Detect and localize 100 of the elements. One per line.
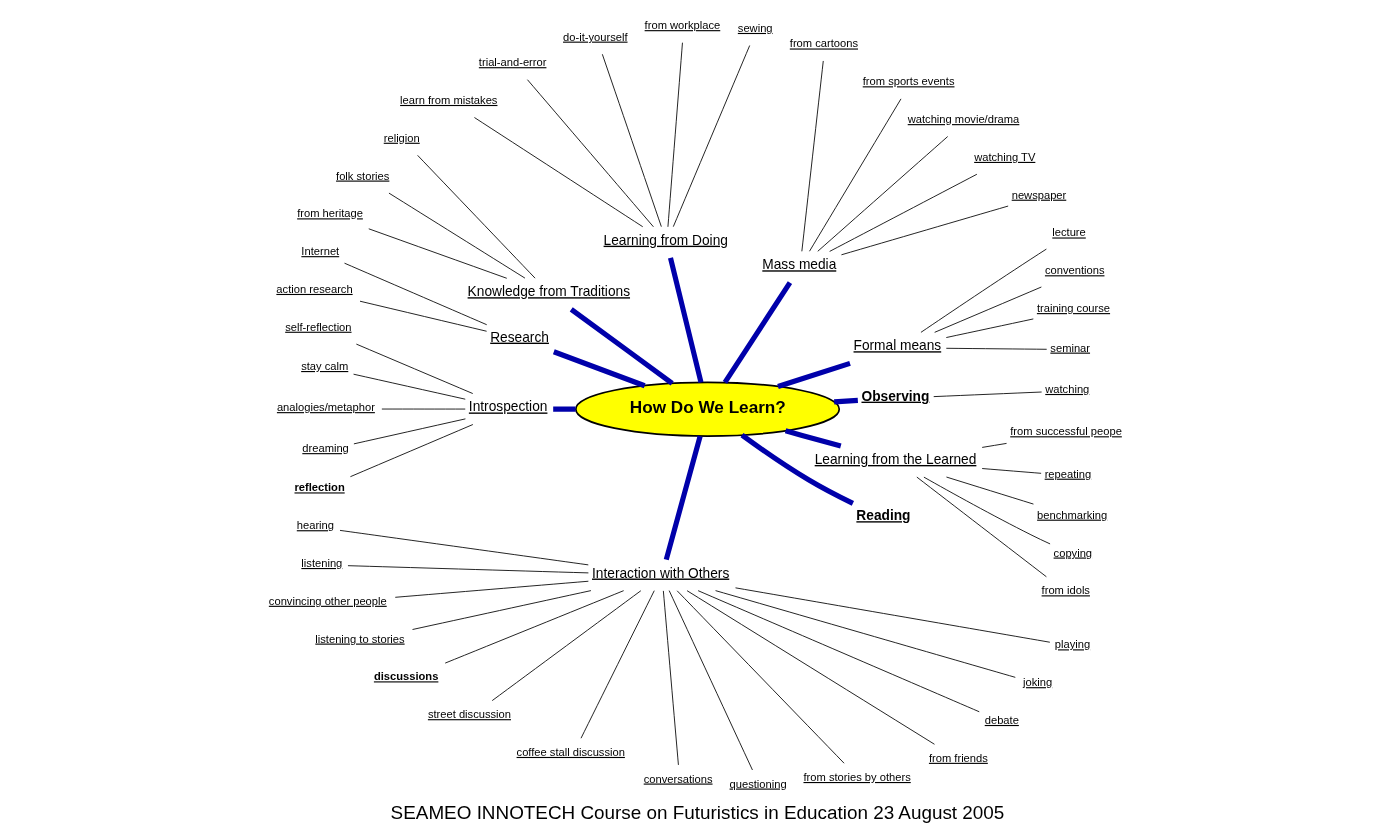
node-text: benchmarking: [1037, 508, 1108, 521]
connector: [920, 248, 1047, 333]
node-text: listening to stories: [315, 632, 405, 645]
connector: [527, 79, 654, 228]
connector: [809, 98, 902, 252]
connector: [740, 433, 855, 506]
connector: [444, 590, 625, 664]
connector: [353, 418, 466, 445]
connector: [934, 286, 1042, 333]
node-text: lecture: [1052, 226, 1086, 239]
connector: [834, 397, 858, 405]
connector: [368, 228, 508, 279]
node-text: stay calm: [301, 360, 349, 372]
connector: [663, 435, 703, 561]
node-text: hearing: [296, 519, 335, 532]
connector: [569, 307, 674, 386]
node-text: convincing other people: [268, 594, 387, 607]
node-text: Learning from the Learned: [814, 451, 977, 467]
connector: [829, 173, 978, 252]
node-text: do-it-yourself: [563, 30, 628, 43]
connector: [667, 42, 683, 228]
node-text: street discussion: [427, 708, 511, 721]
connector: [339, 529, 589, 566]
node-text: from successful peope: [1010, 425, 1122, 438]
node-text: from sports events: [862, 75, 955, 88]
connector: [353, 373, 466, 400]
connector: [474, 117, 644, 228]
connector: [350, 424, 474, 478]
connector: [552, 349, 646, 389]
node-text: from heritage: [297, 207, 363, 220]
node-text: watching movie/drama: [907, 113, 1020, 126]
connector: [491, 590, 642, 702]
connector: [916, 476, 1047, 578]
connector: [801, 60, 824, 252]
node-text: from workplace: [644, 19, 721, 32]
connector: [388, 192, 526, 279]
node-ellipse: How Do We Learn?: [575, 381, 841, 437]
caption: SEAMEO INNOTECH Course on Futuristics in Education 23 August 2005: [390, 802, 1005, 824]
connector: [668, 590, 753, 771]
connector: [722, 281, 793, 384]
node-text: repeating: [1044, 467, 1092, 480]
connector: [686, 590, 935, 745]
connector: [933, 391, 1043, 398]
node-text: Introspection: [468, 399, 548, 415]
connector: [580, 590, 655, 739]
node-text: action research: [276, 282, 353, 295]
node-text: joking: [1023, 676, 1053, 689]
node-text: playing: [1054, 638, 1091, 651]
node-text: discussions: [373, 670, 439, 683]
node-text: Formal means: [853, 338, 942, 354]
connector: [394, 580, 589, 598]
connector: [412, 590, 592, 630]
node-text: from idols: [1041, 584, 1090, 597]
connector: [344, 262, 488, 326]
node-text: copying: [1053, 546, 1093, 559]
connector: [946, 476, 1034, 505]
node-text: from stories by others: [803, 770, 911, 783]
node-text: folk stories: [336, 169, 390, 182]
connector: [355, 343, 474, 394]
connector: [945, 318, 1034, 338]
node-text: from cartoons: [789, 37, 859, 50]
connector: [981, 468, 1042, 474]
node-text: watching TV: [974, 150, 1036, 163]
connector: [777, 360, 851, 389]
node-text: Observing: [861, 388, 930, 404]
node-text: coffee stall discussion: [516, 745, 625, 758]
node-text: Reading: [856, 508, 911, 524]
connector: [359, 300, 488, 332]
connector: [676, 590, 845, 764]
connector: [347, 565, 589, 574]
node-text: Internet: [301, 245, 340, 258]
connector: [601, 53, 662, 228]
node-text: newspaper: [1011, 188, 1067, 201]
node-text: watching: [1045, 382, 1090, 395]
node-text: Knowledge from Traditions: [467, 284, 631, 300]
connector: [715, 590, 1016, 678]
node-text: self-reflection: [285, 320, 352, 333]
node-text: questioning: [729, 777, 787, 790]
connector: [553, 406, 576, 412]
node-text: Interaction with Others: [592, 565, 730, 581]
connector: [923, 476, 1051, 545]
node-text: Mass media: [762, 257, 837, 273]
node-text: Research: [490, 329, 549, 345]
node-text: dreaming: [302, 442, 349, 455]
node-text: trial-and-error: [478, 56, 547, 69]
connector: [817, 136, 949, 252]
node-text: listening: [301, 556, 343, 569]
node-text: analogies/metaphor: [276, 401, 375, 414]
connector: [697, 590, 980, 713]
connector: [668, 257, 704, 384]
node-text: conversations: [643, 772, 713, 785]
connector: [662, 590, 679, 766]
node-text: learn from mistakes: [400, 93, 498, 106]
connector: [981, 442, 1007, 448]
node-text: Learning from Doing: [603, 232, 728, 248]
node-text: sewing: [737, 21, 773, 34]
node-text: from friends: [928, 751, 988, 764]
connector: [672, 45, 751, 228]
connector: [841, 205, 1009, 256]
node-text: reflection: [294, 481, 345, 494]
